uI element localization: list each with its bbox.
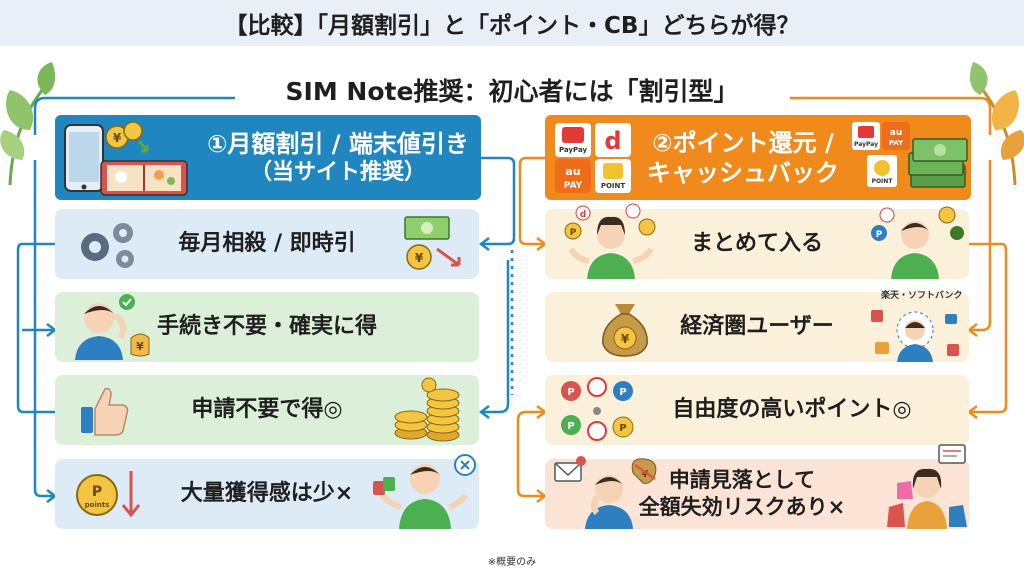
payment-logos-small-icon: PayPay au PAY POINT bbox=[852, 122, 910, 187]
footnote: ※概要のみ bbox=[487, 557, 537, 568]
shrugging-person-icon bbox=[373, 454, 476, 529]
right-row-expiry-risk: ¥ 申請見落として 全額失効リスクあり× bbox=[545, 444, 969, 529]
recommendation-subtitle: SIM Note推奨：初心者には「割引型」 bbox=[285, 77, 739, 106]
svg-text:d: d bbox=[604, 127, 621, 155]
svg-text:P: P bbox=[619, 423, 626, 434]
page-title: 【比較】「月額割引」と「ポイント・CB」どちらが得？ bbox=[224, 13, 800, 39]
points-cluster-icon: P P P P bbox=[561, 377, 634, 441]
left-row-no-application: 申請不要で得◎ bbox=[55, 375, 479, 445]
svg-text:¥: ¥ bbox=[642, 469, 649, 480]
svg-text:PAY: PAY bbox=[564, 181, 583, 191]
left-row-less-gain-feeling: P points 大量獲得感は少× bbox=[55, 454, 479, 529]
money-bag-icon: ¥ bbox=[602, 304, 648, 357]
left-row-no-procedure: ¥ 手続き不要・確実に得 bbox=[55, 292, 479, 362]
ecosystem-label: 楽天・ソフトバンク bbox=[881, 291, 963, 301]
right-row-flexible-points: P P P P 自由度の高いポイント◎ bbox=[545, 375, 969, 445]
leaf-decoration-right-icon bbox=[969, 62, 1024, 186]
right-row-4-text: 申請見落として 全額失効リスクあり× bbox=[605, 467, 879, 522]
gears-icon bbox=[81, 223, 134, 268]
svg-text:P: P bbox=[567, 421, 574, 432]
right-header-point-cashback: PayPay d au PAY POINT ②ポイント還元 / キャッシュバック… bbox=[545, 115, 971, 200]
person-with-points-icon: P bbox=[871, 206, 964, 279]
right-row-lump-sum: P d まとめて入る P bbox=[545, 203, 969, 279]
svg-text:d: d bbox=[580, 210, 586, 220]
svg-text:P: P bbox=[567, 387, 574, 398]
svg-text:¥: ¥ bbox=[415, 251, 424, 265]
shopping-woman-icon bbox=[887, 444, 967, 529]
svg-text:PayPay: PayPay bbox=[559, 146, 587, 154]
right-row-4-line2: 全額失効リスクあり× bbox=[638, 495, 846, 519]
left-header-title: ①月額割引 / 端末値引き bbox=[207, 129, 469, 158]
right-row-3-text: 自由度の高いポイント◎ bbox=[672, 396, 912, 422]
svg-text:POINT: POINT bbox=[601, 182, 626, 190]
svg-text:PAY: PAY bbox=[889, 139, 904, 147]
svg-text:P: P bbox=[570, 228, 577, 238]
banknote-down-icon: ¥ bbox=[404, 216, 461, 270]
svg-text:PayPay: PayPay bbox=[854, 141, 878, 148]
bento-box-icon bbox=[100, 160, 188, 196]
svg-text:¥: ¥ bbox=[113, 131, 122, 145]
leaf-decoration-left-icon bbox=[0, 62, 56, 186]
right-row-4-line1: 申請見落として bbox=[668, 467, 816, 492]
yen-coin-arrow-icon: ¥ bbox=[105, 121, 149, 153]
svg-text:POINT: POINT bbox=[872, 178, 894, 185]
right-row-1-text: まとめて入る bbox=[690, 230, 823, 256]
payment-logos-icon: PayPay d au PAY POINT bbox=[555, 123, 631, 193]
left-row-4-text: 大量獲得感は少× bbox=[180, 480, 354, 506]
svg-text:au: au bbox=[565, 165, 580, 178]
svg-text:au: au bbox=[890, 128, 902, 138]
points-coin-down-icon: P points bbox=[76, 471, 141, 518]
right-header-subtitle: キャッシュバック bbox=[647, 158, 839, 187]
shopper-person-icon bbox=[871, 310, 959, 362]
right-header-title: ②ポイント還元 / bbox=[652, 128, 834, 157]
cash-stack-icon bbox=[908, 138, 968, 188]
right-row-2-text: 経済圏ユーザー bbox=[680, 313, 834, 339]
left-header-note: （当サイト推奨） bbox=[249, 159, 426, 185]
left-row-1-text: 毎月相殺 / 即時引 bbox=[178, 230, 356, 256]
left-row-2-text: 手続き不要・確実に得 bbox=[156, 313, 377, 339]
left-row-3-text: 申請不要で得◎ bbox=[191, 396, 343, 422]
smartphone-icon bbox=[64, 124, 104, 192]
svg-text:P: P bbox=[619, 387, 626, 398]
svg-text:¥: ¥ bbox=[136, 340, 144, 353]
person-with-coins-icon: P d bbox=[564, 203, 656, 279]
left-row-monthly-offset: 毎月相殺 / 即時引 ¥ bbox=[55, 209, 479, 279]
svg-text:¥: ¥ bbox=[621, 332, 630, 346]
right-row-ecosystem-user: ¥ 経済圏ユーザー 楽天・ソフトバンク bbox=[545, 291, 969, 362]
thinking-person-icon: ¥ bbox=[75, 294, 150, 360]
coin-stack-icon bbox=[394, 377, 460, 442]
coin-points-label: points bbox=[85, 501, 110, 509]
worried-person-mail-icon: ¥ bbox=[554, 456, 657, 529]
svg-text:P: P bbox=[92, 484, 102, 500]
title-bar: 【比較】「月額割引」と「ポイント・CB」どちらが得？ bbox=[0, 0, 1024, 46]
thumbs-up-icon bbox=[81, 387, 129, 436]
svg-text:P: P bbox=[876, 230, 883, 240]
left-header-monthly-discount: ¥ ①月額割引 / 端末値引き （当サイト推奨） bbox=[55, 115, 481, 200]
